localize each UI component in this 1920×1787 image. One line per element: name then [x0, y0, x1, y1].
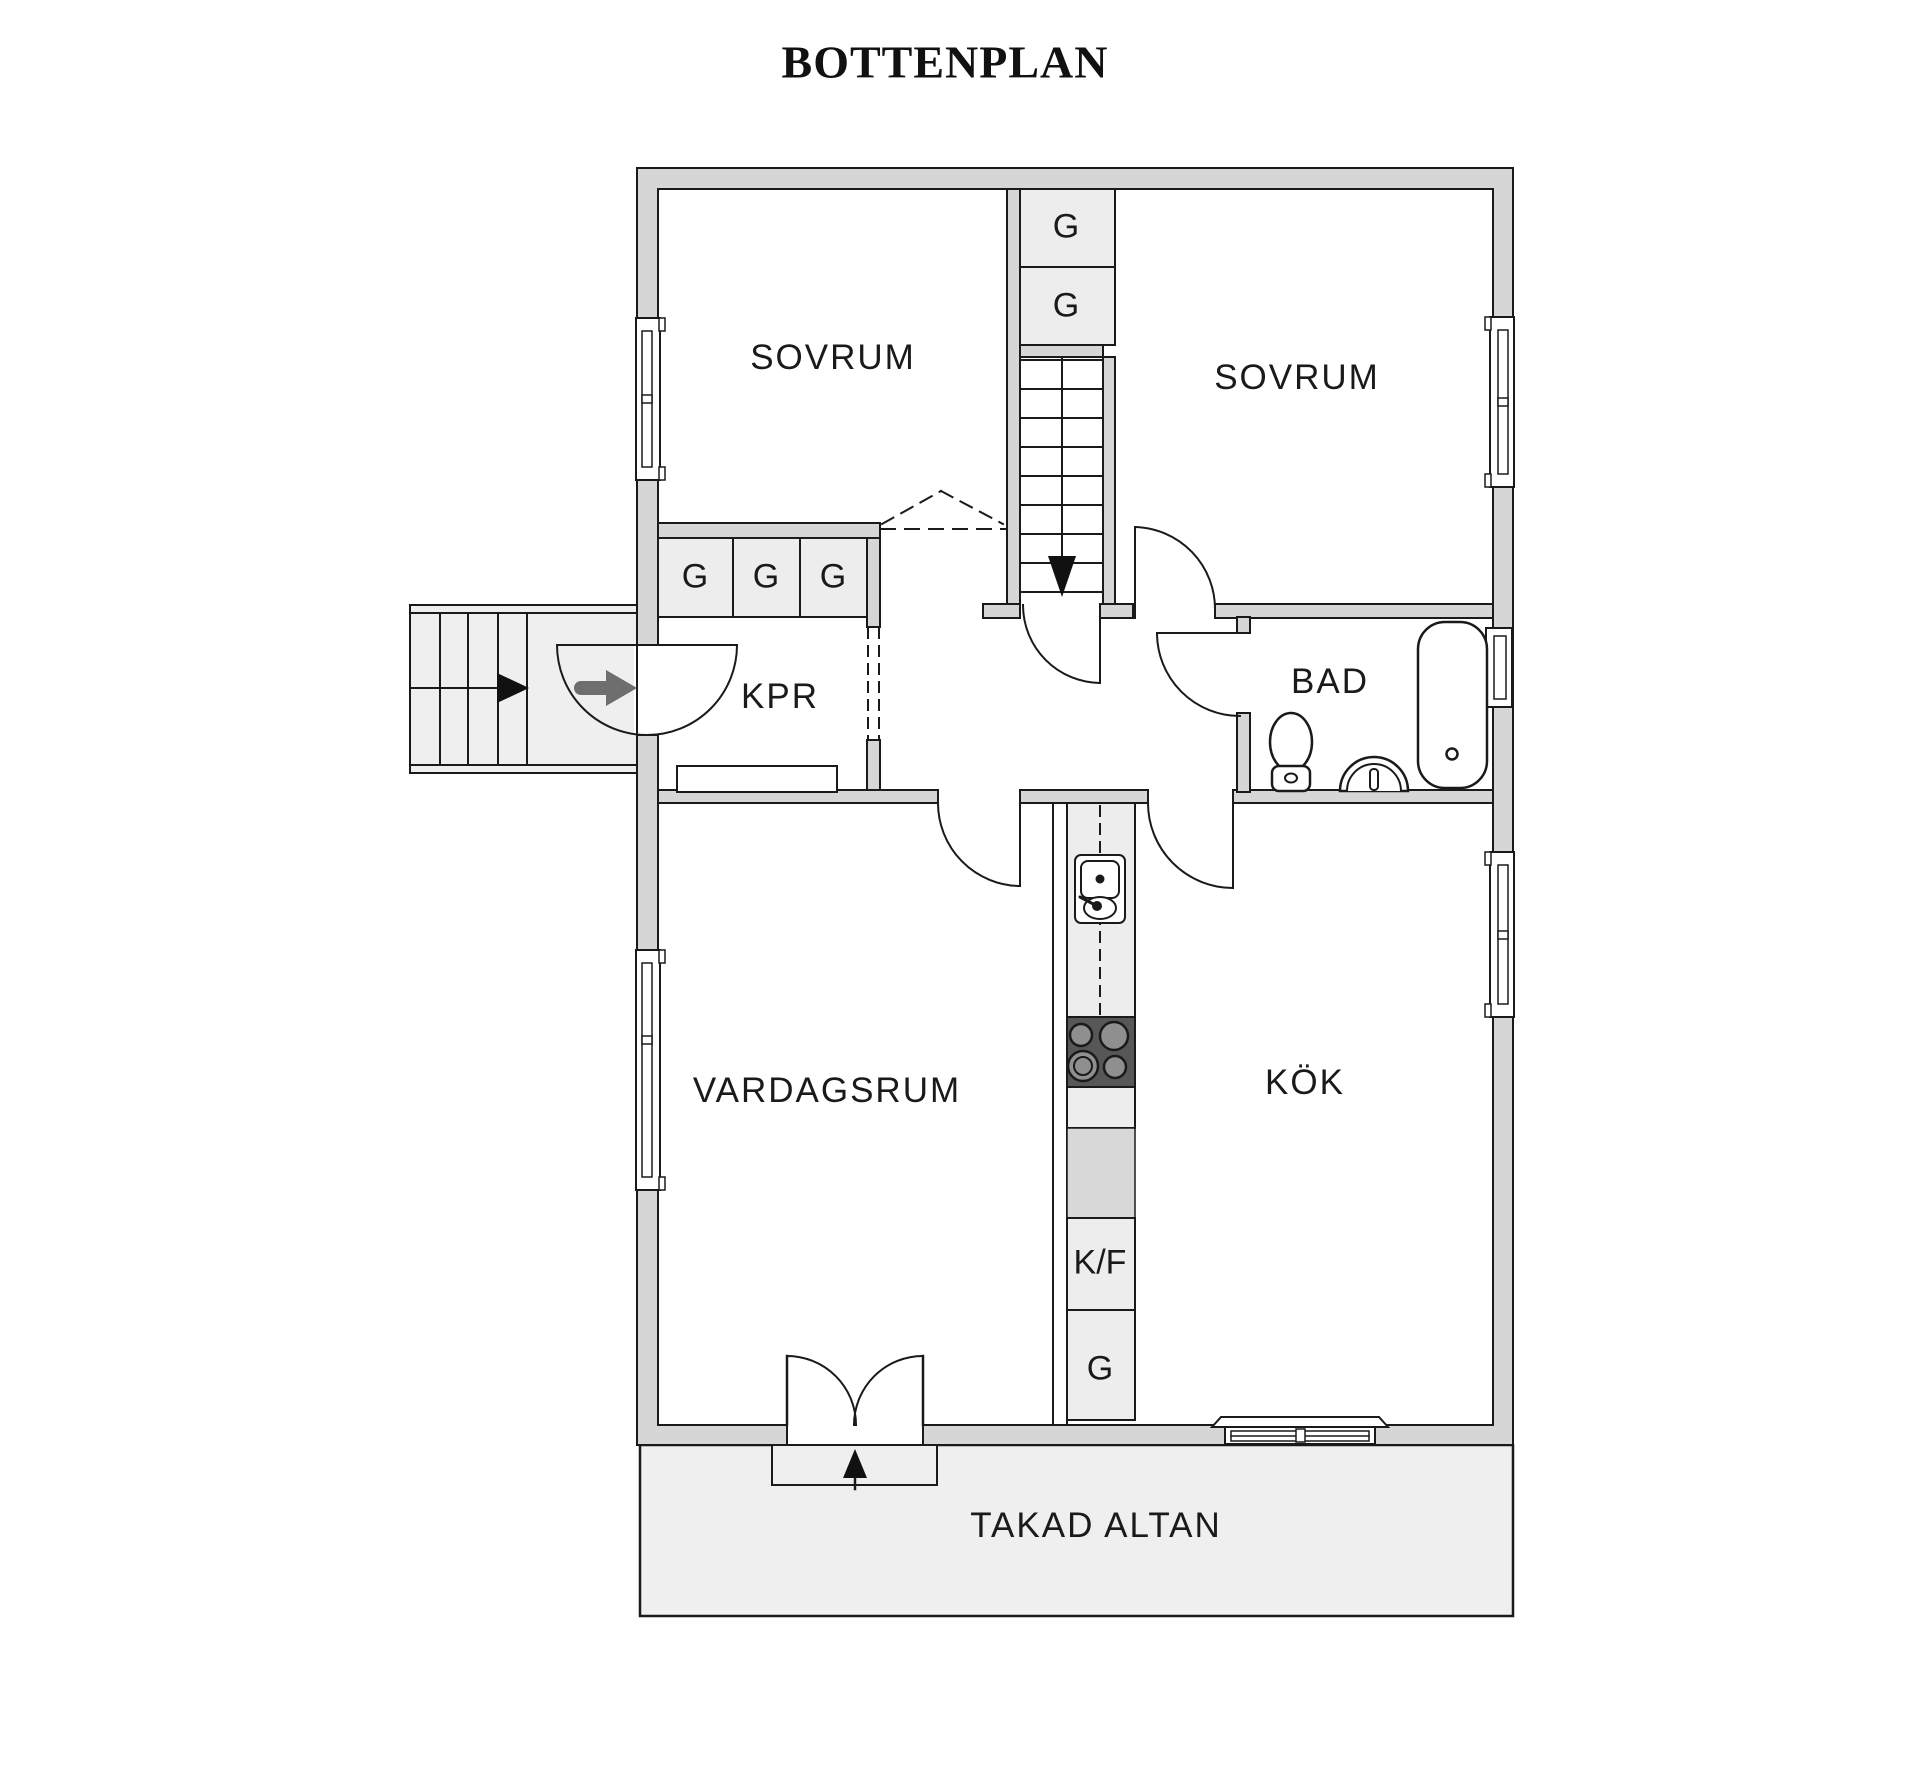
doors [555, 525, 1242, 890]
wardrobe-label-hall-1: G [1052, 207, 1080, 246]
bathroom-fixtures [1268, 620, 1489, 793]
stairs-door [1021, 603, 1102, 685]
room-label-living-room: VARDAGSRUM [692, 1071, 962, 1110]
window-bedroom-right [1484, 316, 1515, 488]
folding-door-dashed [880, 489, 1007, 530]
window-kitchen-bottom [1209, 1416, 1391, 1445]
living-room-door [936, 801, 1022, 888]
kitchen-door [1146, 801, 1235, 890]
internal-staircase [1019, 356, 1104, 597]
kitchen-sink-icon [1074, 854, 1126, 924]
kitchen-counter-column [1052, 802, 1136, 1426]
wardrobe-label-kpr-3: G [819, 557, 847, 596]
bathroom-door [1155, 631, 1242, 718]
room-label-kitchen: KÖK [1265, 1063, 1345, 1102]
wardrobes-hall-column [1019, 188, 1116, 346]
stairs-up-arrow-icon [497, 673, 529, 703]
bathtub-icon [1416, 620, 1489, 790]
wardrobe-label-kpr-1: G [681, 557, 709, 596]
plan-title: BOTTENPLAN [781, 36, 1109, 88]
window-kitchen-right [1484, 851, 1515, 1018]
kpr-bench [676, 765, 838, 793]
window-living-room [635, 949, 666, 1191]
entry-arrow-icon [606, 670, 637, 706]
window-bedroom-left [635, 317, 666, 481]
room-label-bedroom-left: SOVRUM [750, 338, 916, 377]
wardrobe-label-kpr-2: G [752, 557, 780, 596]
room-label-bedroom-right: SOVRUM [1214, 358, 1380, 397]
stove-icon [1066, 1016, 1136, 1088]
wardrobe-label-kitchen: G [1086, 1349, 1114, 1388]
kpr-opening-dashed [867, 627, 880, 741]
terrace-entry-arrow-icon [843, 1449, 867, 1478]
fridge-freezer-label: K/F [1073, 1243, 1127, 1282]
room-label-bathroom: BAD [1291, 662, 1369, 701]
entrance-door [555, 643, 739, 736]
balcony-doors [771, 1354, 938, 1491]
bedroom-right-door [1133, 525, 1217, 612]
wardrobes-kpr [657, 537, 868, 618]
window-bathroom [1485, 627, 1513, 708]
room-label-kpr: KPR [741, 677, 819, 716]
windows [635, 316, 1515, 1445]
wardrobe-label-hall-2: G [1052, 286, 1080, 325]
entrance-stairs [409, 604, 638, 774]
stairs-down-arrow-icon [1048, 556, 1076, 597]
washbasin-icon [1338, 755, 1410, 793]
room-label-terrace: TAKAD ALTAN [970, 1506, 1222, 1545]
toilet-icon [1268, 711, 1314, 793]
